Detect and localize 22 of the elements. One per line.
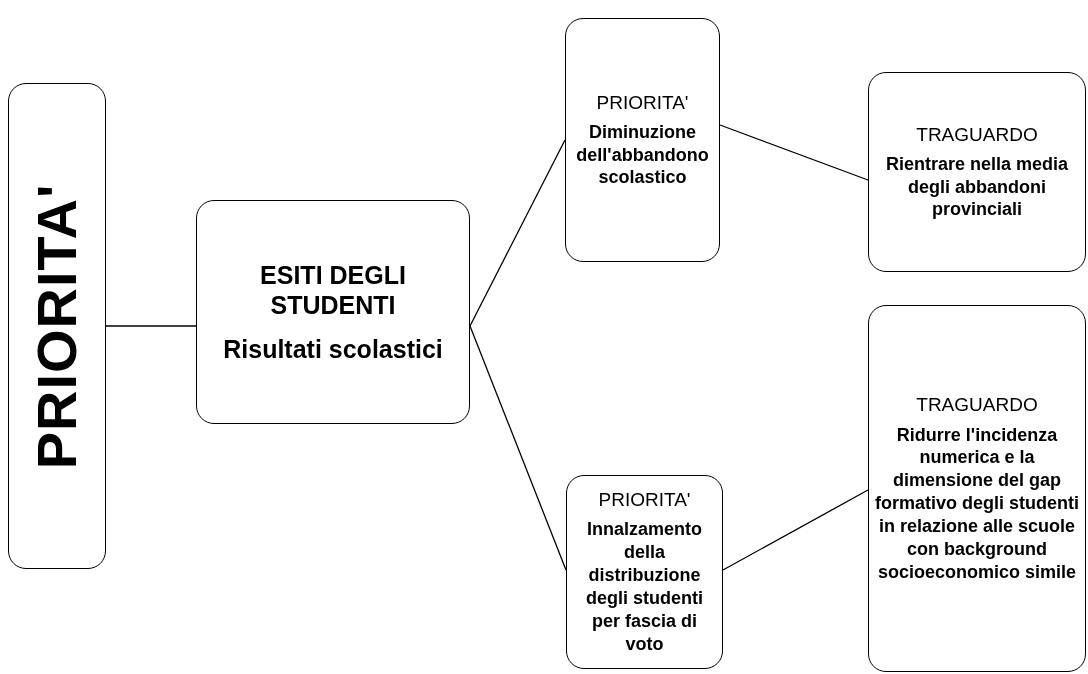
box-description: Diminuzione dell'abbandono scolastico [575,120,710,190]
category-box [8,83,106,569]
connector-line [719,124,869,181]
box-description: Rientrare nella media degli abbandoni provinciali [884,152,1070,222]
box-description: Ridurre l'incidenza numerica e la dimensione del gap formativo degli studenti in relazione alle scuole con background socioeconomico simile [874,423,1080,584]
box-heading: PRIORITA' [595,90,690,115]
connector-line [469,139,566,327]
area-box [196,200,470,424]
vertical-heading: PRIORITA' [24,183,90,469]
area-subtitle: Risultati scolastici [223,334,443,364]
goal-box [868,305,1086,672]
connector-line [469,325,567,571]
goal-box [868,72,1086,272]
connector-line [722,489,869,571]
connector-line [105,325,197,327]
goal-box [565,18,720,262]
box-heading: PRIORITA' [597,488,692,513]
goal-box [566,475,723,669]
box-description: Innalzamento della distribuzione degli studenti per fascia di voto [585,518,704,656]
box-heading: TRAGUARDO [915,393,1039,418]
box-heading: TRAGUARDO [915,122,1039,147]
area-title: ESITI DEGLI STUDENTI [259,260,407,320]
